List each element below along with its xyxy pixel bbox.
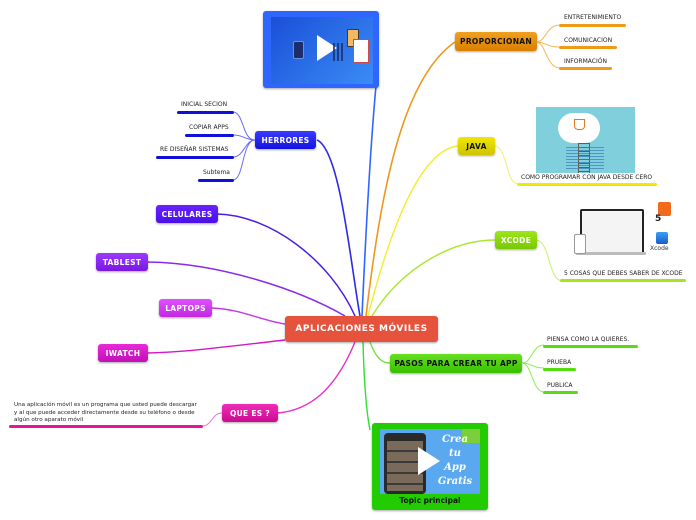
- promo-text: Crea tu App Gratis: [437, 434, 473, 487]
- video-thumbnail-top[interactable]: [263, 11, 379, 88]
- connector-herrores: [316, 139, 361, 317]
- connector-laptops: [211, 307, 286, 325]
- leaf-underline: [543, 391, 578, 394]
- node-proporcionan[interactable]: PROPORCIONAN: [455, 32, 537, 51]
- node-xcode[interactable]: XCODE: [495, 231, 537, 249]
- leaf-publica[interactable]: PUBLICA: [547, 382, 573, 389]
- connector-java: [367, 145, 459, 317]
- node-pasos-para-crear[interactable]: PASOS PARA CREAR TU APP: [390, 354, 522, 373]
- leaf-underline: [517, 183, 657, 186]
- leaf-underline: [185, 134, 234, 137]
- xcode-label: Xcode: [650, 245, 669, 252]
- laptop-screen: [580, 209, 644, 254]
- connector-tablest: [147, 261, 346, 317]
- leaf-underline: [543, 345, 638, 348]
- node-topic-principal[interactable]: Crea tu App Gratis Topic principal: [372, 423, 488, 510]
- search-icon: [658, 202, 671, 216]
- node-iwatch[interactable]: IWATCH: [98, 344, 148, 362]
- node-laptops[interactable]: LAPTOPS: [159, 299, 212, 317]
- play-icon: [418, 447, 440, 475]
- connector-que-es: [277, 341, 356, 414]
- leaf-underline: [559, 67, 612, 70]
- node-tablest[interactable]: TABLEST: [96, 253, 148, 271]
- java-course-image[interactable]: [536, 107, 635, 173]
- node-herrores[interactable]: HERRORES: [255, 131, 316, 149]
- leaf-inicial-secion[interactable]: INICIAL SECION: [181, 101, 228, 108]
- leaf-java-course[interactable]: COMO PROGRAMAR CON JAVA DESDE CERO: [521, 174, 653, 181]
- leaf-subtema[interactable]: Subtema: [203, 169, 230, 176]
- xcode-icon: [656, 232, 668, 244]
- topic-principal-label: Topic principal: [399, 496, 461, 505]
- connector-pasos: [369, 341, 391, 364]
- java-cup-icon: [574, 119, 585, 130]
- leaf-underline: [560, 279, 686, 282]
- leaf-informacion[interactable]: INFORMACIÓN: [564, 58, 607, 65]
- android-icon: [462, 429, 480, 443]
- leaf-definition[interactable]: Una aplicación móvil es un programa que …: [14, 402, 197, 423]
- cloud-icon: [558, 113, 600, 143]
- node-celulares[interactable]: CELULARES: [156, 205, 218, 223]
- phone-icon: [293, 41, 304, 59]
- five-label: 5: [655, 214, 662, 224]
- connector-proporcionan: [365, 41, 456, 317]
- laptop-base: [576, 252, 646, 255]
- leaf-copiar-apps[interactable]: COPIAR APPS: [189, 124, 229, 131]
- leaf-prueba[interactable]: PRUEBA: [547, 359, 572, 366]
- leaf-underline: [198, 179, 234, 182]
- leaf-re-disenar-sistemas[interactable]: RE DISEÑAR SISTEMAS: [160, 146, 229, 153]
- leaf-underline: [177, 111, 234, 114]
- video-image: Crea tu App Gratis: [380, 429, 480, 494]
- leaf-comunicacion[interactable]: COMUNICACION: [564, 37, 613, 44]
- phone-icon: [574, 234, 586, 254]
- node-que-es[interactable]: QUE ES ?: [222, 404, 278, 422]
- node-java[interactable]: JAVA: [458, 137, 495, 155]
- leaf-entretenimiento[interactable]: ENTRETENIMIENTO: [564, 14, 622, 21]
- people-icon: [333, 43, 345, 61]
- connector-celulares: [216, 213, 356, 317]
- central-topic[interactable]: APLICACIONES MÓVILES: [285, 316, 438, 342]
- connector-iwatch: [146, 339, 286, 354]
- leaf-underline: [9, 425, 203, 428]
- leaf-underline: [559, 24, 626, 27]
- play-icon: [317, 35, 337, 61]
- video-image: [271, 17, 373, 84]
- connector-topic: [362, 341, 371, 431]
- leaf-xcode-article[interactable]: 5 COSAS QUE DEBES SABER DE XCODE: [564, 270, 683, 277]
- leaf-underline: [559, 46, 617, 49]
- connector-video-top: [361, 85, 377, 317]
- leaf-piensa[interactable]: PIENSA COMO LA QUIERES.: [547, 336, 630, 343]
- leaf-underline: [156, 156, 234, 159]
- connector-xcode: [371, 239, 496, 317]
- document-icon: [353, 39, 369, 63]
- leaf-underline: [543, 368, 576, 371]
- code-lines-icon: [566, 147, 604, 169]
- central-topic-label: APLICACIONES MÓVILES: [295, 324, 428, 334]
- xcode-article-image[interactable]: 5 Xcode: [570, 200, 678, 266]
